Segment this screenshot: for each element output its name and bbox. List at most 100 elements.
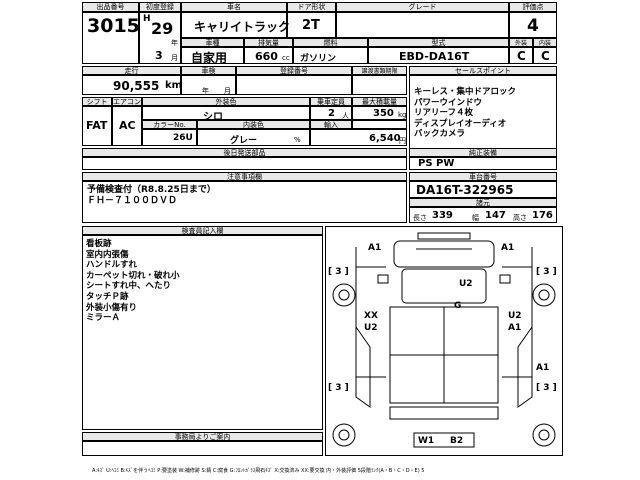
length-header: 諸元 [409, 198, 557, 207]
fuel-cell: ガソリン [293, 47, 368, 64]
width-value: 147 [485, 210, 506, 221]
inspector-item: 外装小傷有り [86, 302, 138, 313]
int-header: 内装 [533, 38, 557, 47]
notes-header: 注意事項欄 [82, 172, 407, 181]
aircon-cell: AC [112, 106, 142, 146]
exterior-color-cell: シロ [142, 106, 310, 123]
first-reg-cell: H 29 年 3 月 [139, 12, 181, 64]
score-header: 評価点 [509, 2, 557, 12]
exterior-color-header: 外装色 [142, 97, 310, 106]
reg-month: 3 [155, 49, 163, 62]
mileage-unit: km [165, 80, 183, 91]
doors-cell: 2T [287, 12, 336, 38]
type-value: 自家用 [191, 51, 228, 65]
grade-header: グレード [336, 2, 509, 12]
exterior-color-value: シロ [203, 112, 223, 123]
damage-mark: A1 [508, 323, 522, 333]
inspector-item: カーペット切れ・破れ小 [86, 270, 180, 281]
damage-mark: [ 3 ] [328, 267, 349, 277]
inspector-item: 看板跡 [86, 239, 112, 249]
max-load-unit: kg [398, 111, 407, 119]
damage-mark: U2 [364, 323, 378, 333]
doors-header: ドア形状 [287, 2, 336, 12]
inspector-item: シートすれ中、へたり [86, 281, 172, 292]
damage-mark: [ 3 ] [536, 383, 557, 393]
sales-points-list: キーレス・集中ドアロック パワーウインドウ リアリーフ４枚 ディスプレイオーディ… [414, 87, 516, 140]
lot-number: 3015 [87, 15, 140, 37]
year-unit: 年 [171, 39, 178, 47]
damage-mark: [ 3 ] [536, 267, 557, 277]
inspection-cell: 年 月 [181, 75, 236, 95]
price-value: 6,540 [369, 133, 401, 144]
sales-point-item: バックカメラ [414, 129, 466, 139]
mileage-header: 走行 [82, 66, 181, 75]
aircon-value: AC [119, 119, 136, 132]
ext-score: C [517, 49, 526, 63]
score-value: 4 [527, 16, 539, 36]
capacity-value: 2 [328, 108, 335, 119]
inspector-item: 室内内張傷 [86, 249, 129, 260]
length-value: 339 [432, 210, 453, 221]
model-name: キャリイトラック [194, 20, 291, 34]
inspector-header: 検査員記入欄 [82, 226, 323, 235]
fuel-value: ガソリン [300, 54, 337, 64]
chassis-value: DA16T-322965 [416, 183, 514, 197]
doors-value: 2T [302, 18, 320, 33]
color-no-value: 26U [173, 133, 193, 143]
import-header: 輸入 [310, 120, 352, 129]
interior-pct: % [294, 136, 301, 144]
plate-cell [236, 75, 352, 95]
inspector-item: タッチＰ跡 [86, 291, 129, 302]
month-unit: 月 [171, 54, 178, 62]
genuine-header: 純正装備 [409, 148, 557, 157]
capacity-header: 乗車定員 [310, 97, 352, 106]
displacement-cell: 660 cc [244, 47, 293, 64]
length-label: 長さ [413, 214, 427, 222]
interior-color-header: 内装色 [197, 120, 310, 129]
displacement-header: 排気量 [244, 38, 293, 47]
insp-year-unit: 年 [202, 87, 209, 95]
max-load-cell: 350 kg [352, 106, 407, 120]
damage-diagram: A1 A1 [ 3 ] [ 3 ] U2 G XX U2 U2 A1 [ 3 ]… [325, 226, 563, 456]
notes-cell: 予備検査付（R8.8.25日まで） ＦＨ－７１００ＤＶＤ [82, 181, 407, 223]
score-cell: 4 [509, 12, 557, 38]
damage-mark: A1 [368, 243, 382, 253]
first-reg-header: 初度登録 [139, 2, 181, 12]
interior-color-cell: グレー % [197, 129, 310, 146]
lot-cell: 3015 [82, 12, 140, 64]
capacity-cell: 2 人 [310, 106, 352, 120]
capacity-unit: 人 [342, 112, 349, 120]
damage-mark: G [454, 301, 462, 311]
note-item: ＦＨ－７１００ＤＶＤ [87, 196, 178, 206]
insp-month-unit: 月 [224, 87, 231, 95]
price-cell: 6,540 円 [310, 129, 407, 146]
max-load-value: 350 [373, 108, 394, 119]
shift-header: シフト [82, 97, 112, 106]
sales-points-box: キーレス・集中ドアロック パワーウインドウ リアリーフ４枚 ディスプレイオーディ… [409, 75, 557, 150]
damage-mark: W1 [418, 436, 435, 446]
chassis-cell: DA16T-322965 [409, 181, 557, 198]
height-value: 176 [532, 210, 553, 221]
transfer-header: 譲渡書類期限 [352, 66, 407, 75]
damage-mark: U2 [459, 279, 473, 289]
fuel-header: 燃料 [293, 38, 368, 47]
inspection-header: 車検 [181, 66, 236, 75]
truck-outline-icon [332, 232, 556, 448]
reg-year: 29 [151, 19, 174, 38]
damage-mark: A1 [501, 243, 515, 253]
type-cell: 自家用 [181, 47, 244, 65]
genuine-cell: PS PW [409, 157, 557, 170]
inspector-cell: 看板跡 室内内張傷 ハンドルすれ カーペット切れ・破れ小 シートすれ中、へたり … [82, 235, 323, 430]
model-code-header: 型式 [368, 38, 509, 47]
model-name-header: 車名 [181, 2, 287, 12]
chassis-header: 車台番号 [409, 172, 557, 181]
sales-points-header: セールスポイント [409, 66, 557, 75]
damage-mark: XX [364, 311, 378, 321]
grade-cell [336, 12, 509, 38]
model-code-value: EBD-DA16T [399, 50, 470, 63]
damage-mark: U2 [508, 311, 522, 321]
damage-mark: A1 [536, 363, 550, 373]
aircon-header: エアコン [112, 97, 142, 106]
aftermarket-header: 後日発送部品 [82, 148, 407, 157]
